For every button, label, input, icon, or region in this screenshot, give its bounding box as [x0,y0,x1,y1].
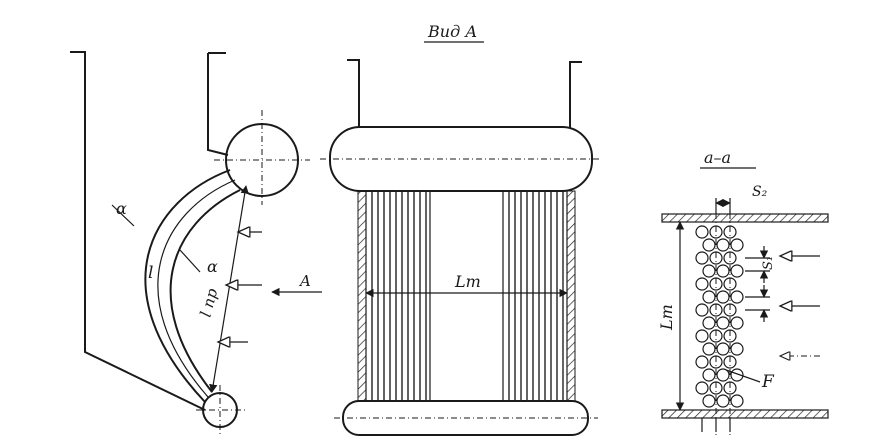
front-view: Вид А [320,22,600,436]
right-bracket [569,61,582,128]
chord-dimension-line [209,185,249,393]
section-bottom-wall [661,409,829,419]
length-l-label: l [148,263,153,283]
section-view: а–а S₂ [657,148,829,435]
s2-label: S₂ [752,184,768,200]
left-wall [357,190,367,402]
upper-header [329,126,593,192]
duct-wall-inner [207,53,229,156]
tube-bundle-outer [144,169,231,403]
height-lt-label: Lт [657,304,676,331]
left-bracket [347,59,360,128]
view-a-label: A [298,272,311,290]
width-lt-label: Lт [454,272,481,291]
duct-wall-outer [70,51,206,411]
section-top-wall [661,213,829,223]
right-wall [566,190,576,402]
tube-cross-sections [695,225,744,408]
side-view: A α α l l пр [70,51,322,437]
view-title: Вид А [427,22,477,41]
area-f-label: F [761,372,775,392]
alpha-inner-label: α [207,257,218,276]
left-tube-bank [365,190,431,402]
right-tube-bank [502,190,568,402]
alpha-outer-label: α [116,199,127,218]
s1-label: S₁ [761,256,776,270]
length-lpr-label: l пр [196,286,221,319]
section-title: а–а [704,148,731,167]
